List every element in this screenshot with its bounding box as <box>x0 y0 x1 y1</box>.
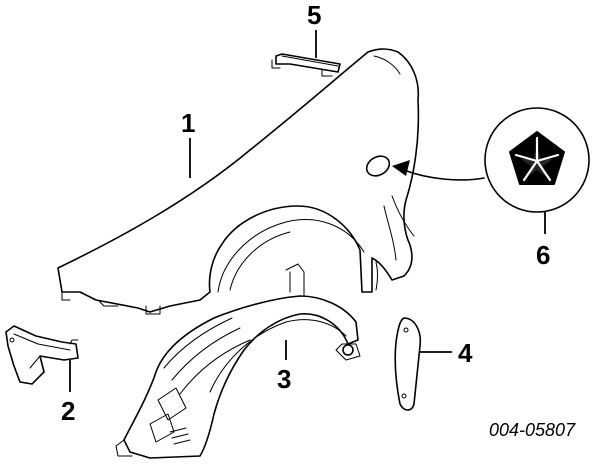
callout-1: 1 <box>181 108 195 138</box>
arrow-icon <box>392 160 485 181</box>
fender-liner-part-3 <box>115 263 361 459</box>
pentastar-emblem-icon <box>509 131 565 185</box>
callout-6: 6 <box>536 240 550 270</box>
callout-3: 3 <box>277 364 291 394</box>
fender-panel <box>57 48 420 315</box>
reference-number: 004-05807 <box>489 420 576 440</box>
leader-lines <box>69 30 546 392</box>
emblem-part-6 <box>484 107 590 213</box>
bracket-part-2 <box>5 325 79 385</box>
splash-shield-part-4 <box>394 317 422 411</box>
bracket-part-5 <box>271 53 341 77</box>
callout-4: 4 <box>458 338 473 368</box>
callout-5: 5 <box>307 0 321 30</box>
callout-2: 2 <box>61 396 75 426</box>
